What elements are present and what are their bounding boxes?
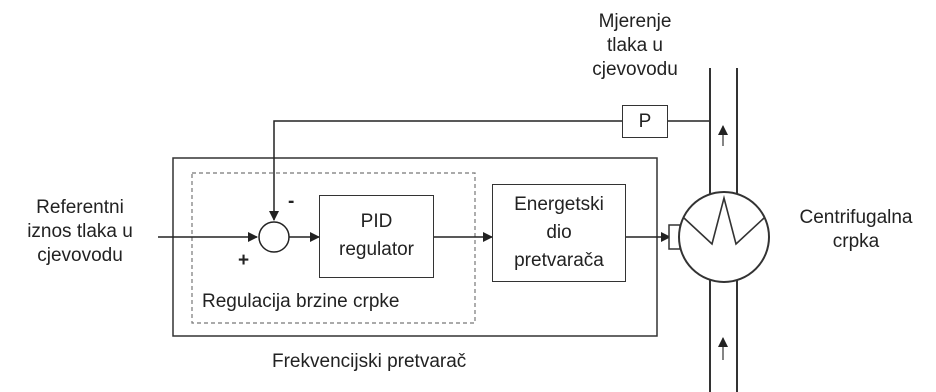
reference-label-line2: iznos tlaka u bbox=[27, 221, 133, 242]
measurement-label: Mjerenje tlaka u cjevovodu bbox=[580, 10, 690, 82]
plus-sign: + bbox=[238, 250, 250, 271]
reference-label-line1: Referentni bbox=[36, 197, 124, 218]
pressure-sensor-label: P bbox=[638, 111, 652, 132]
energy-label-line3: pretvarača bbox=[514, 250, 604, 271]
feedback-line bbox=[269, 120, 622, 221]
pid-label-line1: PID bbox=[360, 211, 393, 232]
energy-label-line2: dio bbox=[546, 222, 572, 243]
measurement-label-line2: tlaka u bbox=[607, 35, 663, 56]
speed-regulation-frame bbox=[191, 172, 476, 324]
energy-part-block: Energetski dio pretvarača bbox=[492, 184, 626, 282]
reference-label: Referentni iznos tlaka u cjevovodu bbox=[4, 196, 156, 268]
measurement-label-line3: cjevovodu bbox=[592, 59, 678, 80]
pump-label: Centrifugalna crpka bbox=[780, 206, 932, 254]
pid-label-line2: regulator bbox=[339, 239, 414, 260]
pid-regulator-block: PID regulator bbox=[319, 195, 434, 278]
speed-regulation-label: Regulacija brzine crpke bbox=[202, 291, 400, 312]
pump-impeller bbox=[683, 194, 765, 246]
frequency-converter-label: Frekvencijski pretvarač bbox=[272, 351, 467, 372]
summing-junction bbox=[258, 221, 290, 253]
frequency-converter-frame bbox=[172, 157, 658, 337]
pump-body bbox=[678, 191, 770, 283]
measurement-label-line1: Mjerenje bbox=[598, 11, 672, 32]
energy-label-line1: Energetski bbox=[514, 194, 604, 215]
pressure-sensor-box: P bbox=[622, 105, 668, 138]
reference-label-line3: cjevovodu bbox=[37, 245, 123, 266]
pump-label-line2: crpka bbox=[832, 231, 880, 252]
pump-label-line1: Centrifugalna bbox=[799, 207, 913, 228]
minus-sign: - bbox=[288, 191, 295, 212]
